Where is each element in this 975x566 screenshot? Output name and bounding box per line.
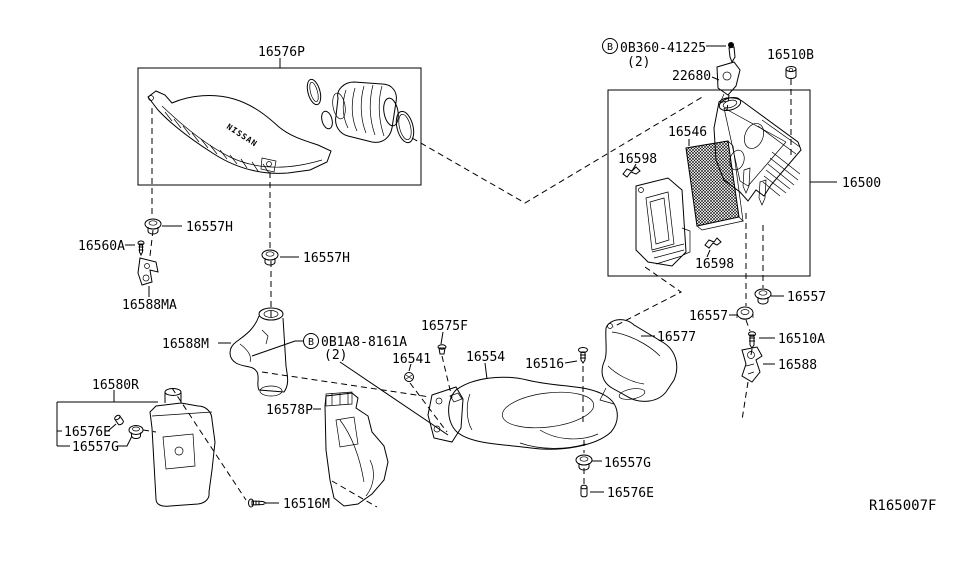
nut-icon-16541	[404, 372, 414, 382]
assembly-dashed-lines	[142, 79, 792, 508]
grommet-icon-16557G-left	[128, 425, 144, 439]
callout-16576E-bottom: 16576E	[607, 486, 654, 501]
callout-16546: 16546	[668, 125, 707, 140]
bracket-icon-16588	[741, 346, 763, 383]
nissan-embossed-text: NISSAN	[225, 122, 259, 149]
callout-16577: 16577	[657, 330, 696, 345]
clip-16598-top-icon	[622, 166, 641, 178]
callout-16557G-left: 16557G	[72, 440, 119, 455]
callout-08360-qty: (2)	[627, 55, 650, 70]
callout-16588MA: 16588MA	[122, 298, 177, 313]
callout-08360-41225: 0B360-41225	[620, 41, 706, 56]
leader-lines	[56, 45, 837, 504]
hardware-letter-b2: B	[308, 337, 314, 348]
callout-16588M: 16588M	[162, 337, 209, 352]
callout-0B1A8-8161A: 0B1A8-8161A	[321, 335, 407, 350]
bolt-icon-16510A	[748, 331, 756, 349]
spacer-icon-16576E-bottom	[580, 484, 588, 498]
nut-icon-16510B	[785, 66, 797, 79]
callout-16598-bottom: 16598	[695, 257, 734, 272]
callout-22680: 22680	[672, 69, 711, 84]
air-duct-16588M-drawing	[229, 307, 289, 397]
callout-labels: 16576P B 0B360-41225 (2) 22680 16510B 16…	[64, 38, 936, 514]
air-filter-element-16546-drawing	[685, 140, 744, 231]
o-ring-seal-icon	[395, 110, 415, 144]
callout-16588: 16588	[778, 358, 817, 373]
hardware-circle-b2	[303, 333, 319, 349]
callout-16516: 16516	[525, 357, 564, 372]
hardware-circle-b1	[602, 38, 618, 54]
cover-16578P-drawing	[324, 391, 389, 507]
spacer-icon-16576E-left	[114, 414, 124, 426]
bolt-icon-16516	[578, 347, 588, 364]
callout-16557H-left: 16557H	[186, 220, 233, 235]
callout-16580R: 16580R	[92, 378, 139, 393]
bolt-icon-16575F	[437, 344, 447, 355]
hose-clamp-icon	[306, 78, 333, 130]
callout-16557H-right: 16557H	[303, 251, 350, 266]
maf-sensor-22680-drawing	[716, 61, 741, 104]
bracket-icon-16588MA	[137, 257, 159, 286]
callout-16576P: 16576P	[258, 45, 305, 60]
callout-16576E-left: 16576E	[64, 425, 111, 440]
callout-16557-right: 16557	[787, 290, 826, 305]
callout-16554: 16554	[466, 350, 505, 365]
nut-icon-16557-left	[736, 306, 754, 320]
grommet-icon-16557H-right	[261, 249, 279, 266]
callout-16598-top: 16598	[618, 152, 657, 167]
grommet-icon-16557-right	[754, 288, 772, 305]
callout-16557-left: 16557	[689, 309, 728, 324]
air-duct-16554-drawing	[427, 376, 618, 450]
resonator-duct-16577-drawing	[599, 319, 678, 405]
screw-icon-08360	[728, 42, 736, 64]
callout-16510B: 16510B	[767, 48, 814, 63]
detail-box-16500	[607, 89, 811, 277]
callout-0B1A8-qty: (2)	[324, 348, 347, 363]
corrugated-hose-icon	[332, 81, 399, 143]
screw-icon-16560A	[137, 240, 145, 257]
clip-16598-bottom-icon	[704, 237, 722, 249]
hardware-letter-b1: B	[607, 42, 613, 53]
resonator-duct-16598-area-drawing	[635, 177, 691, 267]
figure-reference-code: R165007F	[869, 498, 936, 514]
air-duct-16576P-drawing: NISSAN	[147, 90, 332, 174]
callout-16557G-bottom: 16557G	[604, 456, 651, 471]
callout-16500: 16500	[842, 176, 881, 191]
callout-16575F: 16575F	[421, 319, 468, 334]
resonator-16580R-drawing	[149, 388, 216, 507]
callout-16510A: 16510A	[778, 332, 825, 347]
bolt-icon-16516M	[248, 498, 268, 508]
callout-16560A: 16560A	[78, 239, 125, 254]
callout-16541: 16541	[392, 352, 431, 367]
callout-16516M: 16516M	[283, 497, 330, 512]
grommet-icon-16557G-bottom	[575, 454, 593, 471]
callout-16578P: 16578P	[266, 403, 313, 418]
